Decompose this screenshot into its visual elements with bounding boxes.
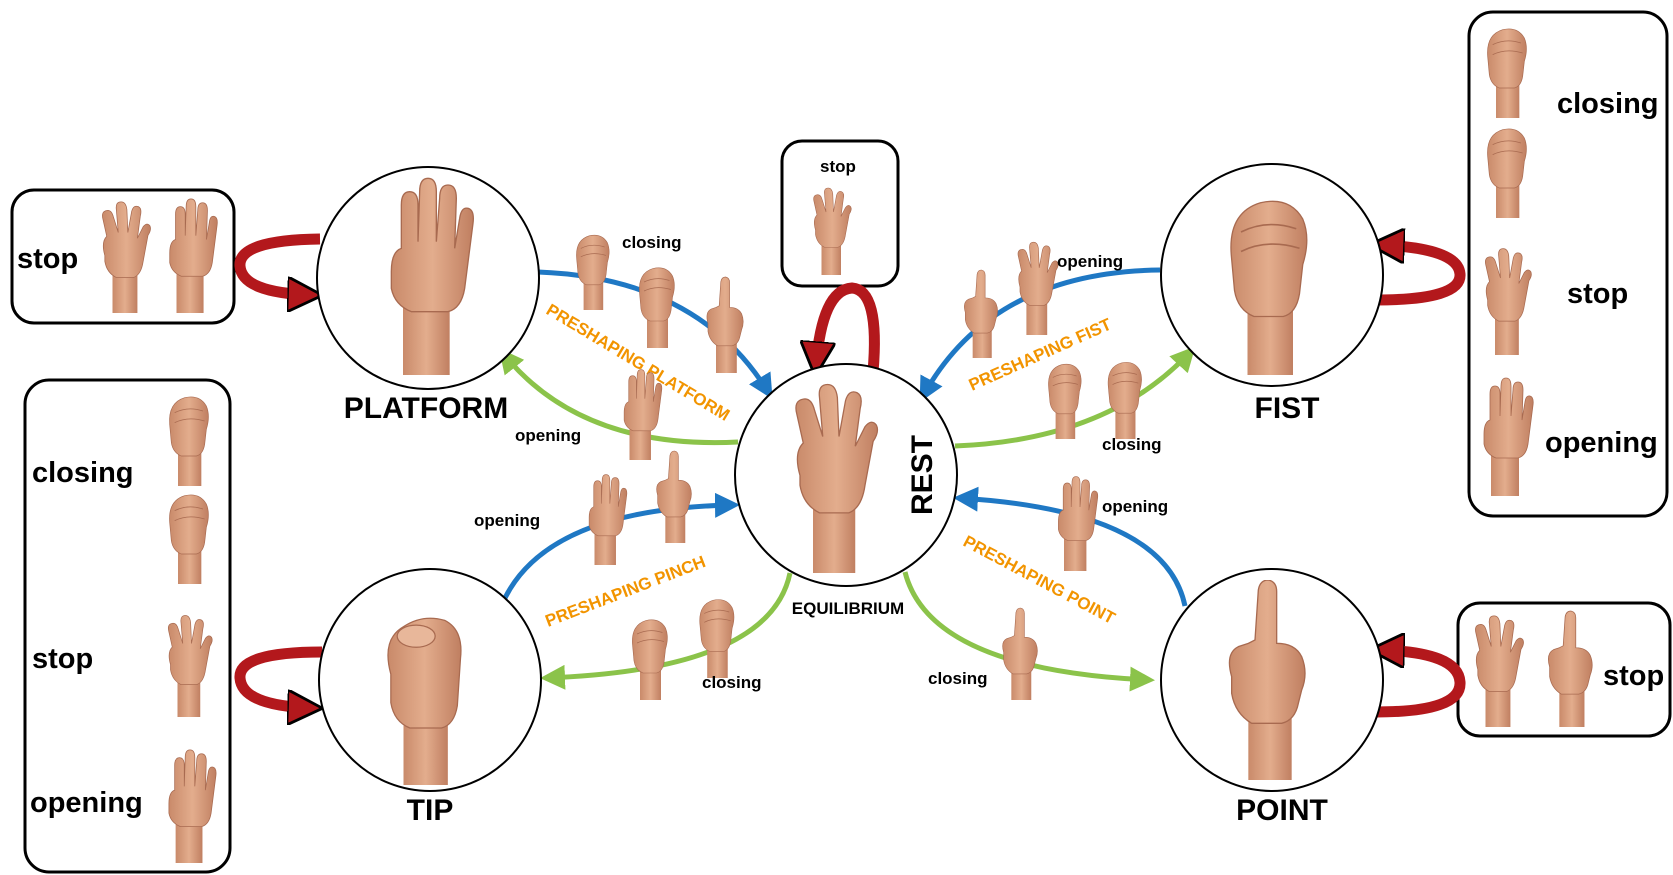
open-hand-icon <box>589 475 627 565</box>
state-rest: REST <box>735 364 957 586</box>
rest-label: REST <box>906 435 939 515</box>
open-hand-icon <box>1058 477 1097 571</box>
fist-box-opening-label: opening <box>1545 427 1658 459</box>
platform-closing-label: closing <box>622 233 682 252</box>
tip-box-stop-label: stop <box>32 643 93 675</box>
fist-hand-icon <box>1048 364 1081 439</box>
fist-closing-label: closing <box>1102 435 1162 454</box>
point-self-loop <box>1376 650 1460 712</box>
fist-state-box: closing stop opening <box>1469 12 1667 516</box>
preshaping-point-label: PRESHAPING POINT <box>960 532 1119 628</box>
rest-stop-box: stop <box>782 141 898 286</box>
platform-self-loop <box>240 239 320 295</box>
tip-opening-label: opening <box>474 511 540 530</box>
platform-opening-label: opening <box>515 426 581 445</box>
platform-label: PLATFORM <box>344 392 508 425</box>
state-tip <box>319 569 541 791</box>
point-stop-box: stop <box>1458 603 1670 736</box>
tip-box-opening-label: opening <box>30 787 143 819</box>
fist-hand-icon <box>632 620 667 700</box>
fist-label: FIST <box>1255 392 1320 425</box>
tip-state-box: closing stop opening <box>25 380 230 872</box>
state-point <box>1161 569 1383 791</box>
tip-closing-label: closing <box>702 673 762 692</box>
fist-hand-icon <box>1108 362 1141 439</box>
relaxed-hand-icon <box>1018 242 1058 335</box>
fist-self-loop <box>1376 245 1460 300</box>
state-fist <box>1161 164 1383 386</box>
point-hand-icon <box>657 451 692 543</box>
platform-stop-label: stop <box>17 243 78 275</box>
rest-stop-label: stop <box>820 157 856 176</box>
fist-hand-icon <box>700 600 734 678</box>
point-opening-label: opening <box>1102 497 1168 516</box>
fist-opening-label: opening <box>1057 252 1123 271</box>
rest-to-tip-arrow <box>545 573 790 678</box>
platform-stop-box: stop <box>12 190 234 323</box>
tip-box-closing-label: closing <box>32 457 134 489</box>
fist-hand-icon <box>576 235 609 310</box>
preshaping-pinch-label: PRESHAPING PINCH <box>543 552 709 631</box>
state-platform <box>317 167 539 389</box>
tip-self-loop <box>240 652 322 708</box>
point-hand-icon <box>1003 608 1038 700</box>
fist-box-stop-label: stop <box>1567 278 1628 310</box>
point-closing-label: closing <box>928 669 988 688</box>
rest-self-loop <box>816 288 874 372</box>
point-hand-icon <box>707 277 743 373</box>
point-stop-label: stop <box>1603 660 1664 692</box>
equilibrium-label: EQUILIBRIUM <box>792 599 904 618</box>
point-hand-icon <box>964 270 997 358</box>
tip-label: TIP <box>407 794 454 827</box>
fist-box-closing-label: closing <box>1557 88 1659 120</box>
point-label: POINT <box>1236 794 1328 827</box>
fist-hand-icon <box>639 268 674 348</box>
